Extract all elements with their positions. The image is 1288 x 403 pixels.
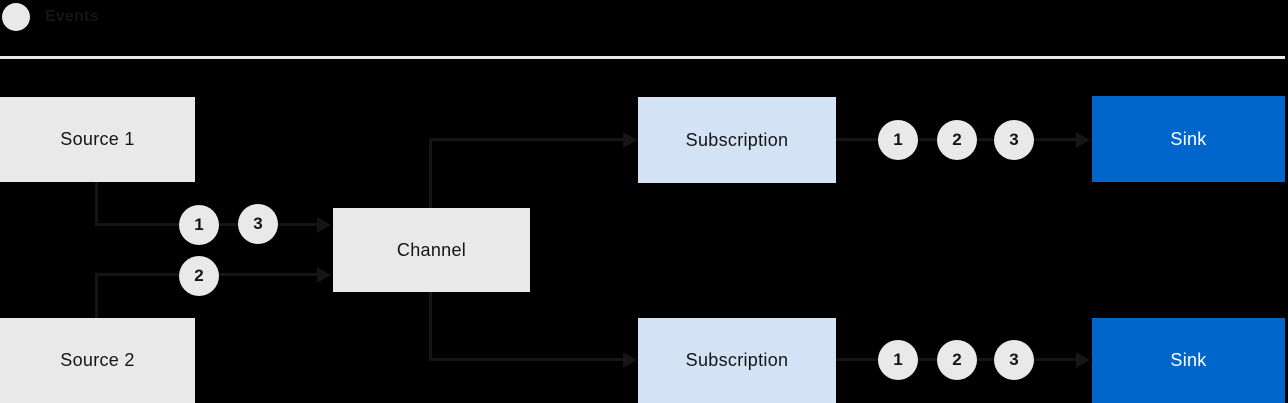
event-badge: 3 — [994, 120, 1034, 160]
events-legend-icon — [2, 3, 30, 31]
event-badge: 3 — [994, 340, 1034, 380]
event-badge: 2 — [937, 340, 977, 380]
node-sink-1: Sink — [1092, 96, 1285, 182]
arrowhead-icon — [1076, 352, 1090, 368]
connector-source2-up — [95, 275, 98, 318]
arrowhead-icon — [1076, 132, 1090, 148]
node-subscription-2-label: Subscription — [685, 350, 789, 370]
node-subscription-1-label: Subscription — [685, 129, 789, 150]
event-badge: 1 — [878, 120, 918, 160]
event-badge: 3 — [238, 204, 278, 244]
node-source-2-label: Source 2 — [60, 350, 135, 370]
event-badge: 2 — [937, 120, 977, 160]
node-subscription-1: Subscription — [638, 97, 836, 183]
arrowhead-icon — [623, 352, 637, 368]
divider-line — [0, 56, 1285, 59]
node-source-2: Source 2 — [0, 318, 195, 403]
event-badge: 2 — [179, 256, 219, 296]
node-source-1: Source 1 — [0, 97, 195, 182]
node-source-1-label: Source 1 — [60, 129, 135, 149]
node-sink-2: Sink — [1092, 318, 1285, 403]
arrowhead-icon — [317, 217, 331, 233]
connector-channel-up — [429, 140, 432, 208]
connector-channel-to-subscription2 — [429, 358, 623, 361]
event-badge: 1 — [179, 205, 219, 245]
event-badge: 1 — [878, 340, 918, 380]
node-subscription-2: Subscription — [638, 318, 836, 403]
events-legend-label: Events — [45, 8, 99, 25]
connector-channel-down — [429, 292, 432, 361]
node-sink-1-label: Sink — [1170, 128, 1207, 149]
arrowhead-icon — [317, 267, 331, 283]
connector-source1-down — [95, 182, 98, 226]
node-channel-label: Channel — [396, 239, 467, 260]
arrowhead-icon — [623, 132, 637, 148]
connector-channel-to-subscription1 — [429, 138, 623, 141]
node-sink-2-label: Sink — [1170, 350, 1207, 370]
node-channel: Channel — [333, 208, 530, 292]
